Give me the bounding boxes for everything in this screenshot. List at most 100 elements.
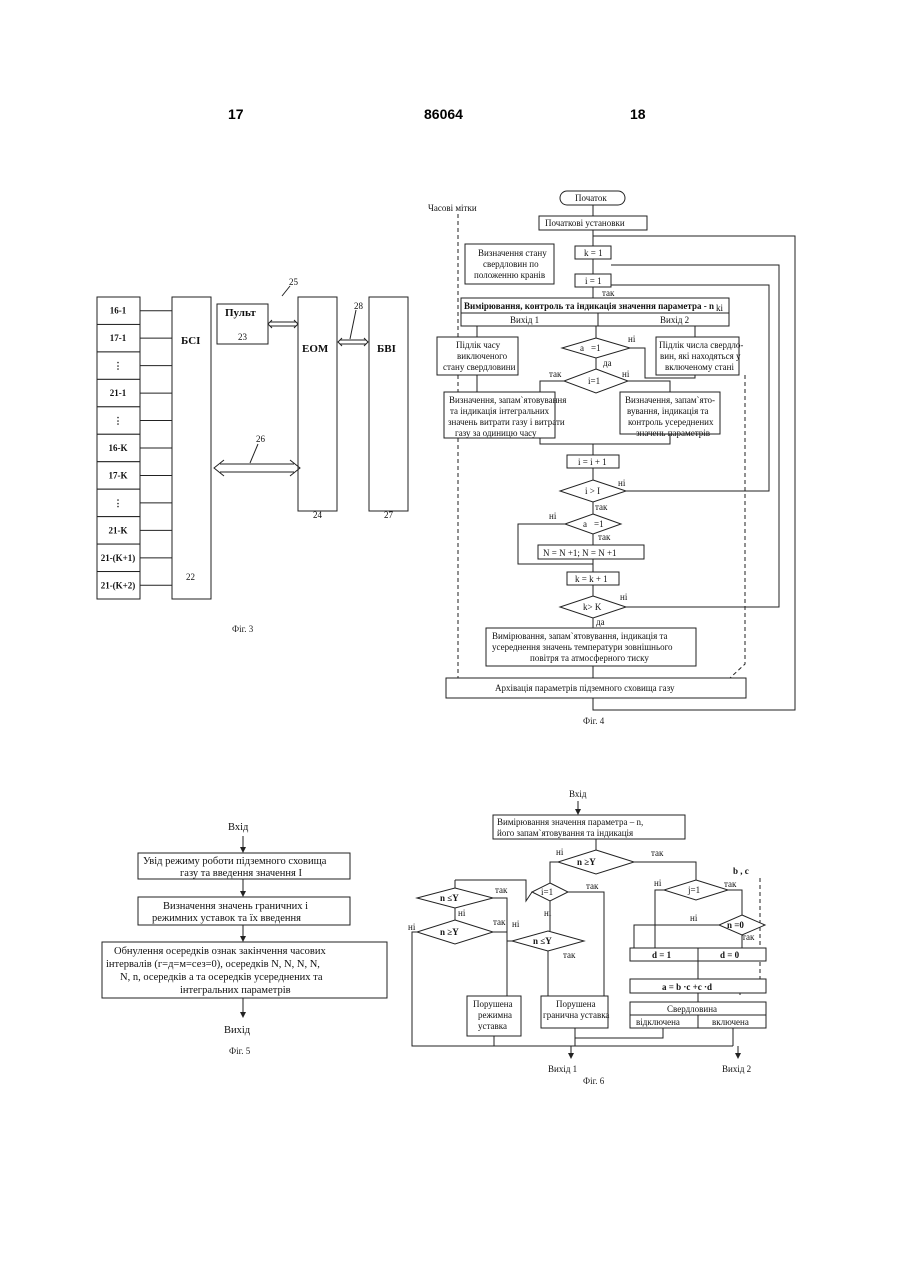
link-25-arrow	[268, 320, 298, 328]
out2-label: Вихід 2	[660, 315, 689, 325]
state-line-2: свердловин по	[483, 259, 539, 269]
fig6-viol-limit-line-1: Порушена	[556, 999, 596, 1009]
fig6-well-on: включена	[712, 1017, 749, 1027]
fig6-left2-label: n ≥Y	[440, 927, 459, 937]
count-wells-line-2: вин, які находяться у	[660, 351, 741, 361]
fig5-input-label: Вхід	[228, 822, 249, 833]
decision-i-gt-label: i > I	[585, 486, 600, 496]
integral-line-1: Визначення, запам`ятовування	[449, 395, 566, 405]
figure-5-flowchart: Вхід Увід режиму роботи підземного схови…	[102, 822, 387, 1056]
link-25-label: 25	[289, 277, 299, 287]
da-label-2: да	[596, 617, 605, 627]
fig5-reset-line-4: інтегральних параметрів	[180, 985, 291, 996]
da-label-1: да	[603, 358, 612, 368]
fig6-no-4: ні	[690, 913, 698, 923]
fig6-out2-label: Вихід 2	[722, 1064, 751, 1074]
averaged-line-2: вування, індикація та	[627, 406, 709, 416]
bsi-number: 22	[186, 572, 195, 582]
integral-line-3: значень витрати газу і витрати	[448, 417, 565, 427]
fig6-n0-label: n =0	[727, 920, 744, 930]
decision-ak-rest: =1	[594, 519, 604, 529]
fig5-mode-line-1: Увід режиму роботи підземного сховища	[143, 856, 327, 867]
sensor-block-label: ⋮	[114, 498, 123, 508]
eom-block	[298, 297, 337, 511]
init-label: Початкові установки	[545, 218, 625, 228]
fig6-no-6: ні	[408, 922, 416, 932]
link-28-label: 28	[354, 301, 364, 311]
sensor-block-label: 21-K	[109, 525, 128, 535]
averaged-line-4: значень параметрів	[636, 428, 710, 438]
measure-label: Вимірювання, контроль та індикація значе…	[464, 301, 714, 311]
fig6-yes-7: так	[563, 950, 576, 960]
fig6-yes-6: так	[493, 917, 506, 927]
dashed-right	[730, 375, 745, 678]
i-increment-label: i = i + 1	[578, 457, 607, 467]
fig5-reset-line-3: N, n, осередків a та осередків усереднен…	[120, 972, 323, 983]
fig5-setpoints-line-1: Визначення значень граничних і	[163, 901, 308, 912]
fig6-measure-line-2: його запам`ятовування та індикація	[497, 828, 633, 838]
fig6-j1-label: j=1	[687, 885, 700, 895]
count-wells-line-3: включеному стані	[665, 362, 734, 372]
fig6-left1-label: n ≤Y	[440, 893, 459, 903]
fig6-no-1: ні	[556, 847, 564, 857]
ni-label-5: ні	[620, 592, 628, 602]
fig6-yes-1: так	[651, 848, 664, 858]
fig6-d1-label: d = 1	[652, 950, 672, 960]
decision-k-gt-label: k> K	[583, 602, 602, 612]
state-line-3: положенню кранів	[474, 270, 545, 280]
sensor-block-label: ⋮	[114, 361, 123, 371]
sensor-block-label: 21-(K+2)	[101, 580, 136, 590]
integral-line-4: газу за одиницю часу	[455, 428, 537, 438]
temp-line-3: повітря та атмосферного тиску	[530, 653, 649, 663]
fig5-reset-line-2: інтервалів (г=д=м=сез=0), осередків N, N…	[106, 959, 320, 970]
state-line-1: Визначення стану	[478, 248, 547, 258]
fig6-viol-limit-line-2: гранична уставка	[543, 1010, 609, 1020]
count-wells-line-1: Підлік числа свердло-	[659, 340, 743, 350]
count-time-line-1: Підлік часу	[456, 340, 501, 350]
fig6-out1-label: Вихід 1	[548, 1064, 577, 1074]
figure-3-caption: Фіг. 3	[232, 624, 254, 634]
ni-label-1: ні	[628, 334, 636, 344]
fig6-decision-main	[558, 850, 634, 874]
fig6-i1-label: i=1	[541, 887, 553, 897]
sensor-block-label: ⋮	[114, 416, 123, 426]
fig6-d0-label: d = 0	[720, 950, 740, 960]
fig6-ak-formula: a = b ·c +c ·d	[662, 982, 712, 992]
k-increment-label: k = k + 1	[575, 574, 608, 584]
k-init-label: k = 1	[584, 248, 603, 258]
bvi-label: БВІ	[377, 343, 396, 355]
sensor-block-label: 16-K	[109, 443, 128, 453]
fig6-mid-label: n ≤Y	[533, 936, 552, 946]
figure-4-caption: Фіг. 4	[583, 716, 605, 726]
sensor-block-label: 21-(K+1)	[101, 553, 136, 563]
count-time-line-2: виключеного	[457, 351, 508, 361]
decision-ak-label: a	[583, 519, 587, 529]
time-marks-label: Часові мітки	[428, 203, 477, 213]
fig6-viol-mode-line-1: Порушена	[473, 999, 513, 1009]
fig6-yes-3: так	[724, 879, 737, 889]
sensor-block-label: 17-1	[110, 333, 127, 343]
n-update-label: N = N +1; N = N +1	[543, 548, 617, 558]
fig6-yes-4: так	[742, 932, 755, 942]
count-time-line-3: стану свердловини	[443, 362, 516, 372]
out1-label: Вихід 1	[510, 315, 539, 325]
integral-line-2: та індикація інтегральних	[450, 406, 550, 416]
link-28-arrow	[338, 338, 368, 346]
tak-label-2: так	[549, 369, 562, 379]
fig5-reset-line-1: Обнулення осередків ознак закінчення час…	[114, 946, 327, 957]
fig6-viol-mode-line-3: уставка	[478, 1021, 507, 1031]
patent-number: 86064	[424, 106, 463, 122]
sensor-block-label: 16-1	[110, 306, 127, 316]
link-26-label: 26	[256, 434, 266, 444]
temp-line-2: усереднення значень температури зовнішнь…	[492, 642, 673, 652]
figure-5-caption: Фіг. 5	[229, 1046, 251, 1056]
sensor-block-label: 21-1	[110, 388, 127, 398]
page-header: 17 86064 18	[228, 106, 646, 122]
figure-6-flowchart: Вхід Вимірювання значення параметра – n,…	[408, 789, 766, 1086]
decision-i-label: i=1	[588, 376, 600, 386]
bsi-label: БСІ	[181, 335, 200, 347]
bvi-number: 27	[384, 510, 394, 520]
sensor-blocks: 16-117-1⋮21-1⋮16-K17-K⋮21-K21-(K+1)21-(K…	[97, 297, 172, 599]
bvi-block	[369, 297, 408, 511]
